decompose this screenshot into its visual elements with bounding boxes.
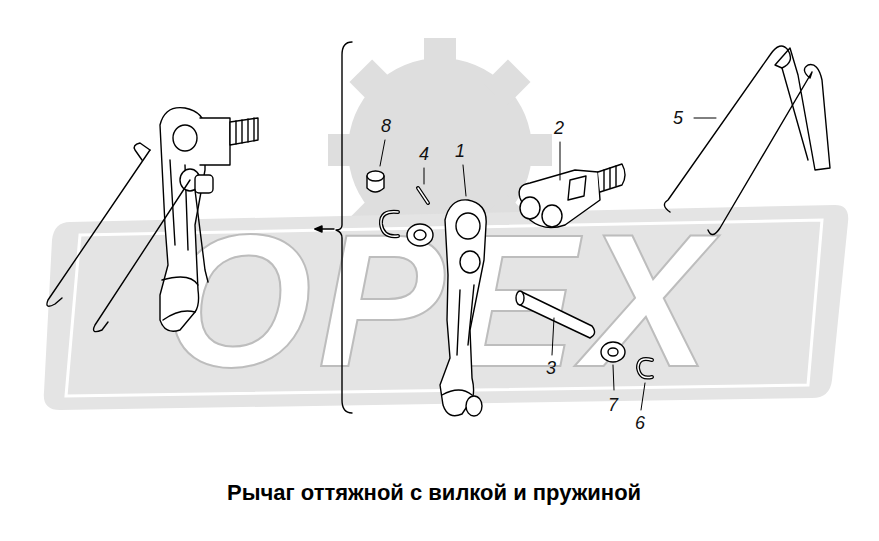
watermark: ОРЕХ: [164, 205, 716, 395]
callout-number: 1: [455, 142, 465, 160]
callout-number: 8: [381, 117, 391, 135]
caption: Рычаг оттяжной с вилкой и пружиной: [227, 481, 641, 505]
callout-number: 6: [635, 414, 645, 432]
callout-number: 2: [554, 119, 564, 137]
callout-number: 3: [546, 359, 556, 377]
callout-number: 5: [673, 109, 683, 127]
callout-number: 7: [608, 396, 618, 414]
callout-number: 4: [419, 145, 429, 163]
